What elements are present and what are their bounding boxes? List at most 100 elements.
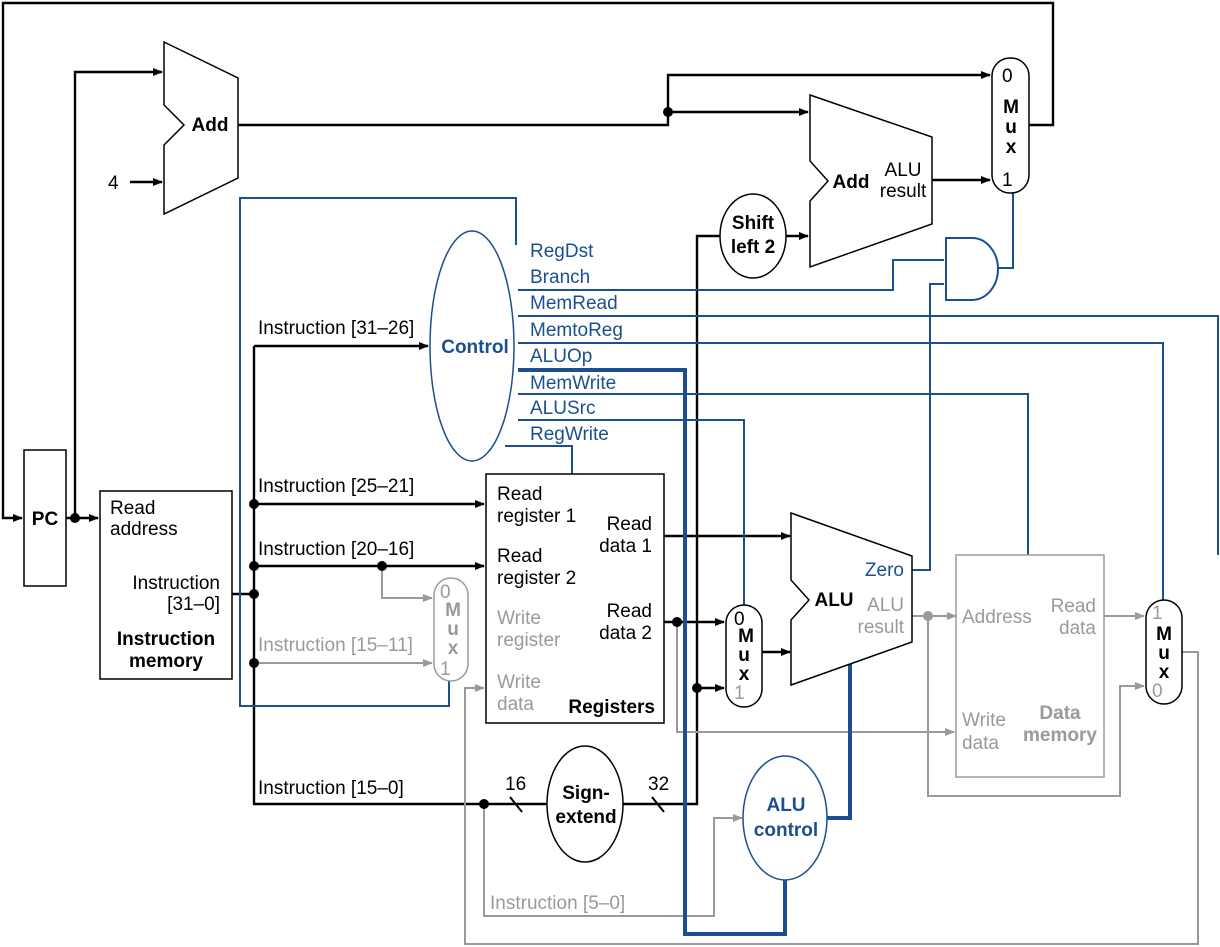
- branch-adder-result-2: result: [880, 181, 927, 202]
- sign-extend-in-bits: 16: [505, 774, 526, 795]
- reg-read-data-1-b: data 1: [599, 536, 652, 557]
- dmem-name-1: Data: [1039, 703, 1081, 724]
- pc-mux-x: x: [1006, 137, 1017, 158]
- memtoreg-mux-input-1: 1: [1152, 603, 1163, 624]
- alusrc-mux-input-1: 1: [734, 683, 745, 704]
- pc-mux-m: M: [1003, 97, 1019, 118]
- reg-read-data-1-a: Read: [607, 514, 652, 535]
- signal-memwrite: MemWrite: [530, 373, 616, 394]
- sign-extend-line1: Sign-: [562, 783, 610, 804]
- dmem-write-data-a: Write: [962, 710, 1006, 731]
- shift-left-2: Shift left 2: [719, 193, 787, 279]
- sign-extend-out-bits: 32: [648, 774, 669, 795]
- alusrc-mux-input-0: 0: [734, 609, 745, 630]
- sign-extend-line2: extend: [555, 807, 616, 828]
- signal-regwrite: RegWrite: [530, 424, 609, 445]
- signal-memtoreg: MemtoReg: [530, 320, 623, 341]
- branch-and-gate: [945, 237, 999, 301]
- reg-read-data-2-a: Read: [607, 601, 652, 622]
- signal-aluop: ALUOp: [530, 346, 592, 367]
- alu: ALU Zero ALU result: [790, 511, 913, 687]
- signal-memread: MemRead: [530, 293, 618, 314]
- field-15-11: Instruction [15–11]: [258, 635, 413, 656]
- dmem-name-2: memory: [1023, 725, 1097, 746]
- imem-name-1: Instruction: [117, 629, 215, 650]
- memtoreg-mux-u: u: [1158, 643, 1170, 664]
- imem-instruction-2: [31–0]: [167, 594, 220, 615]
- regdst-mux: 0 M u x 1: [433, 577, 469, 682]
- reg-read-data-2-b: data 2: [599, 623, 652, 644]
- pc-source-mux: 0 M u x 1: [991, 57, 1030, 194]
- regdst-mux-input-0: 0: [440, 582, 451, 603]
- register-file: Read register 1 Read register 2 Write re…: [485, 473, 665, 724]
- datapath-wires: [1, 1, 1055, 806]
- regdst-mux-input-1: 1: [440, 659, 451, 680]
- pc-mux-input-0: 0: [1002, 66, 1013, 87]
- reg-read-register-1-b: register 1: [497, 506, 576, 527]
- reg-write-register-a: Write: [497, 608, 541, 629]
- alusrc-mux-m: M: [738, 626, 754, 647]
- signal-alusrc: ALUSrc: [530, 398, 595, 419]
- shift-left-line2: left 2: [731, 237, 775, 258]
- constant-four: 4: [108, 173, 119, 194]
- reg-read-register-1-a: Read: [497, 484, 542, 505]
- memtoreg-mux-x: x: [1159, 662, 1170, 683]
- imem-read-address-1: Read: [110, 498, 155, 519]
- memtoreg-mux-input-0: 0: [1152, 681, 1163, 702]
- reg-write-data-a: Write: [497, 672, 541, 693]
- instruction-field-labels: Instruction [31–26] Instruction [25–21] …: [258, 318, 625, 914]
- control-signal-labels: RegDst Branch MemRead MemtoReg ALUOp Mem…: [530, 241, 623, 445]
- instruction-memory: Read address Instruction [31–0] Instruct…: [99, 490, 233, 680]
- pc-mux-input-1: 1: [1002, 170, 1013, 191]
- regdst-mux-m: M: [445, 600, 461, 621]
- field-25-21: Instruction [25–21]: [258, 476, 414, 497]
- sign-extend: Sign- extend: [546, 745, 624, 863]
- regdst-mux-u: u: [447, 619, 459, 640]
- data-memory: Address Read data Write data Data memory: [955, 554, 1105, 778]
- field-31-26: Instruction [31–26]: [258, 318, 414, 339]
- dmem-read-data-b: data: [1059, 618, 1096, 639]
- reg-read-register-2-b: register 2: [497, 568, 576, 589]
- pc-adder: Add: [163, 40, 239, 216]
- field-20-16: Instruction [20–16]: [258, 539, 414, 560]
- branch-adder-label: Add: [833, 172, 870, 193]
- memtoreg-mux: 1 M u x 0: [1145, 599, 1183, 705]
- imem-name-2: memory: [129, 651, 203, 672]
- pc-label: PC: [32, 509, 59, 530]
- signal-branch: Branch: [530, 267, 590, 288]
- regdst-mux-x: x: [448, 638, 459, 659]
- control-wires: [239, 193, 1219, 936]
- registers-name: Registers: [568, 697, 655, 718]
- pc-mux-u: u: [1005, 117, 1017, 138]
- field-15-0: Instruction [15–0]: [258, 778, 404, 799]
- reg-read-register-2-a: Read: [497, 546, 542, 567]
- slash-16: [509, 796, 523, 813]
- alu-control-unit: ALU control: [742, 755, 828, 881]
- branch-adder: Add ALU result: [809, 93, 933, 269]
- alu-result-2: result: [858, 617, 905, 638]
- field-5-0: Instruction [5–0]: [490, 893, 625, 914]
- alusrc-mux-x: x: [739, 664, 750, 685]
- pc-adder-label: Add: [192, 115, 229, 136]
- slash-32: [651, 796, 665, 813]
- alu-control-line2: control: [754, 820, 818, 841]
- reg-write-data-b: data: [497, 694, 534, 715]
- alu-label: ALU: [814, 590, 853, 611]
- alu-result-1: ALU: [867, 595, 904, 616]
- inactive-wires: [254, 566, 1199, 945]
- control-label: Control: [441, 337, 509, 358]
- dmem-write-data-b: data: [962, 733, 999, 754]
- junction-dots: [70, 107, 933, 809]
- imem-read-address-2: address: [110, 519, 178, 540]
- alusrc-mux: 0 M u x 1: [725, 604, 763, 708]
- dmem-read-data-a: Read: [1051, 596, 1096, 617]
- pc-register: PC: [23, 449, 67, 587]
- signal-regdst: RegDst: [530, 241, 594, 262]
- dmem-address: Address: [962, 607, 1032, 628]
- branch-adder-result-1: ALU: [885, 160, 922, 181]
- memtoreg-mux-m: M: [1156, 624, 1172, 645]
- control-unit: Control: [429, 230, 515, 462]
- alu-control-line1: ALU: [766, 795, 805, 816]
- imem-instruction-1: Instruction: [132, 573, 220, 594]
